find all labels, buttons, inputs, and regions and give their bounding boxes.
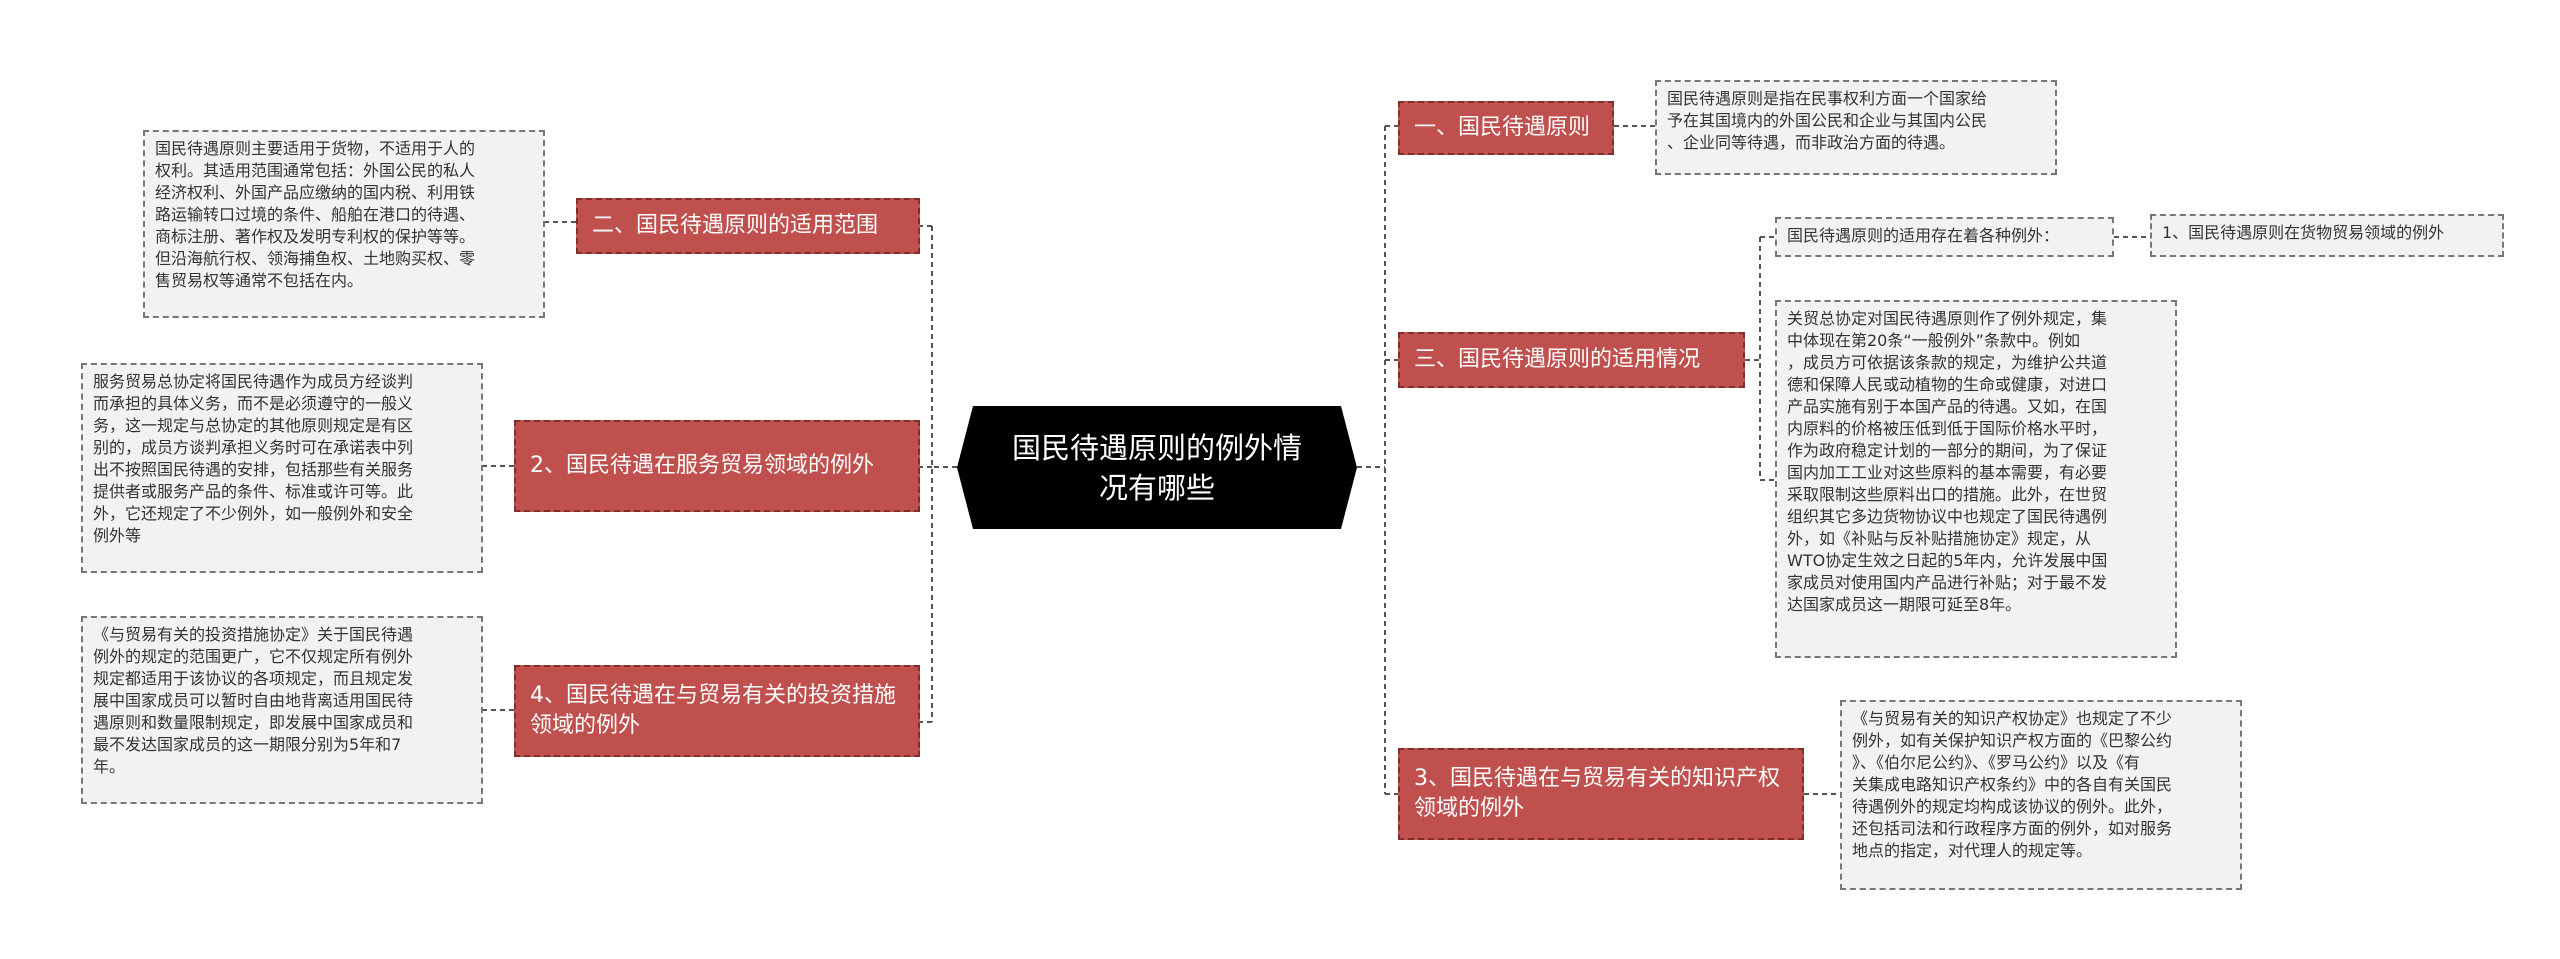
topic-scope-label: 二、国民待遇原则的适用范围 (592, 213, 879, 238)
connector-right-trunk (1357, 125, 1398, 795)
note-goods-trade-exception: 1、国民待遇原则在货物贸易领域的例外 (2150, 214, 2504, 257)
connector-left-trunk (920, 225, 957, 723)
note-investment: 《与贸易有关的投资措施协定》关于国民待遇 例外的规定的范围更广，它不仅规定所有例… (81, 616, 483, 804)
topic-services[interactable]: 2、国民待遇在服务贸易领域的例外 (514, 420, 920, 512)
topic-ip-label: 3、国民待遇在与贸易有关的知识产权领域的例外 (1414, 766, 1780, 821)
note-scope: 国民待遇原则主要适用于货物，不适用于人的 权利。其适用范围通常包括：外国公民的私… (143, 130, 545, 318)
note-services: 服务贸易总协定将国民待遇作为成员方经谈判 而承担的具体义务，而不是必须遵守的一般… (81, 363, 483, 573)
topic-investment[interactable]: 4、国民待遇在与贸易有关的投资措施领域的例外 (514, 665, 920, 757)
topic-ip[interactable]: 3、国民待遇在与贸易有关的知识产权领域的例外 (1398, 748, 1804, 840)
note-ip: 《与贸易有关的知识产权协定》也规定了不少 例外，如有关保护知识产权方面的《巴黎公… (1840, 700, 2242, 890)
topic-scope[interactable]: 二、国民待遇原则的适用范围 (576, 198, 920, 254)
topic-principle[interactable]: 一、国民待遇原则 (1398, 101, 1614, 155)
note-application-exceptions: 国民待遇原则的适用存在着各种例外： (1775, 217, 2114, 257)
central-topic[interactable]: 国民待遇原则的例外情况有哪些 (957, 406, 1357, 529)
note-application-detail: 关贸总协定对国民待遇原则作了例外规定，集 中体现在第20条“一般例外”条款中。例… (1775, 300, 2177, 658)
topic-investment-label: 4、国民待遇在与贸易有关的投资措施领域的例外 (530, 683, 896, 738)
topic-services-label: 2、国民待遇在服务贸易领域的例外 (530, 453, 874, 478)
note-principle: 国民待遇原则是指在民事权利方面一个国家给 予在其国境内的外国公民和企业与其国内公… (1655, 80, 2057, 175)
topic-application[interactable]: 三、国民待遇原则的适用情况 (1398, 332, 1745, 388)
topic-principle-label: 一、国民待遇原则 (1414, 115, 1591, 140)
topic-application-label: 三、国民待遇原则的适用情况 (1414, 347, 1701, 372)
connector-application-branches (1745, 236, 1775, 481)
